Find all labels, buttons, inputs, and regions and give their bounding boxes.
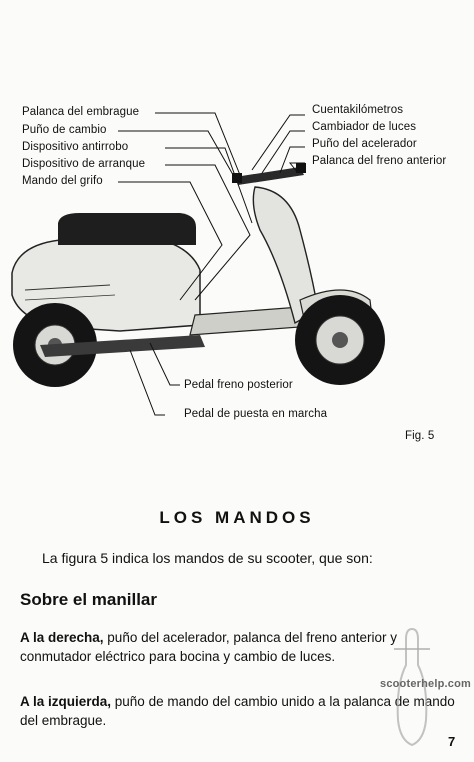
paragraph-left-lead: A la izquierda, xyxy=(20,694,112,709)
paragraph-right-text: puño del acelerador, palanca del freno a… xyxy=(20,630,397,664)
label-palanca-freno-anterior: Palanca del freno anterior xyxy=(312,155,447,167)
intro-text: La figura 5 indica los mandos de su scoo… xyxy=(42,550,373,566)
label-dispositivo-arranque: Dispositivo de arranque xyxy=(22,158,146,170)
scooter-watermark-icon xyxy=(394,627,430,747)
label-mando-grifo: Mando del grifo xyxy=(22,175,103,187)
scooter-drawing xyxy=(11,163,385,387)
label-dispositivo-antirrobo: Dispositivo antirrobo xyxy=(22,141,129,153)
scooter-diagram xyxy=(11,112,385,416)
subheading: Sobre el manillar xyxy=(20,590,157,609)
paragraph-right: A la derecha, puño del acelerador, palan… xyxy=(20,628,460,666)
label-puno-cambio: Puño de cambio xyxy=(22,124,107,136)
section-title: LOS MANDOS xyxy=(159,508,315,527)
watermark-text: scooterhelp.com xyxy=(380,678,472,690)
label-cambiador-luces: Cambiador de luces xyxy=(312,121,417,133)
label-pedal-freno-posterior: Pedal freno posterior xyxy=(184,379,293,391)
figure-caption: Fig. 5 xyxy=(405,430,435,442)
label-palanca-embrague: Palanca del embrague xyxy=(22,106,140,118)
page-number: 7 xyxy=(448,734,456,749)
label-pedal-puesta-marcha: Pedal de puesta en marcha xyxy=(184,408,328,420)
paragraph-right-lead: A la derecha, xyxy=(20,630,104,645)
label-cuentakilometros: Cuentakilómetros xyxy=(312,104,404,116)
paragraph-left: A la izquierda, puño de mando del cambio… xyxy=(20,692,460,730)
leader-lines xyxy=(118,112,305,416)
paragraph-left-text: puño de mando del cambio unido a la pala… xyxy=(20,694,455,728)
label-puno-acelerador: Puño del acelerador xyxy=(312,138,417,150)
